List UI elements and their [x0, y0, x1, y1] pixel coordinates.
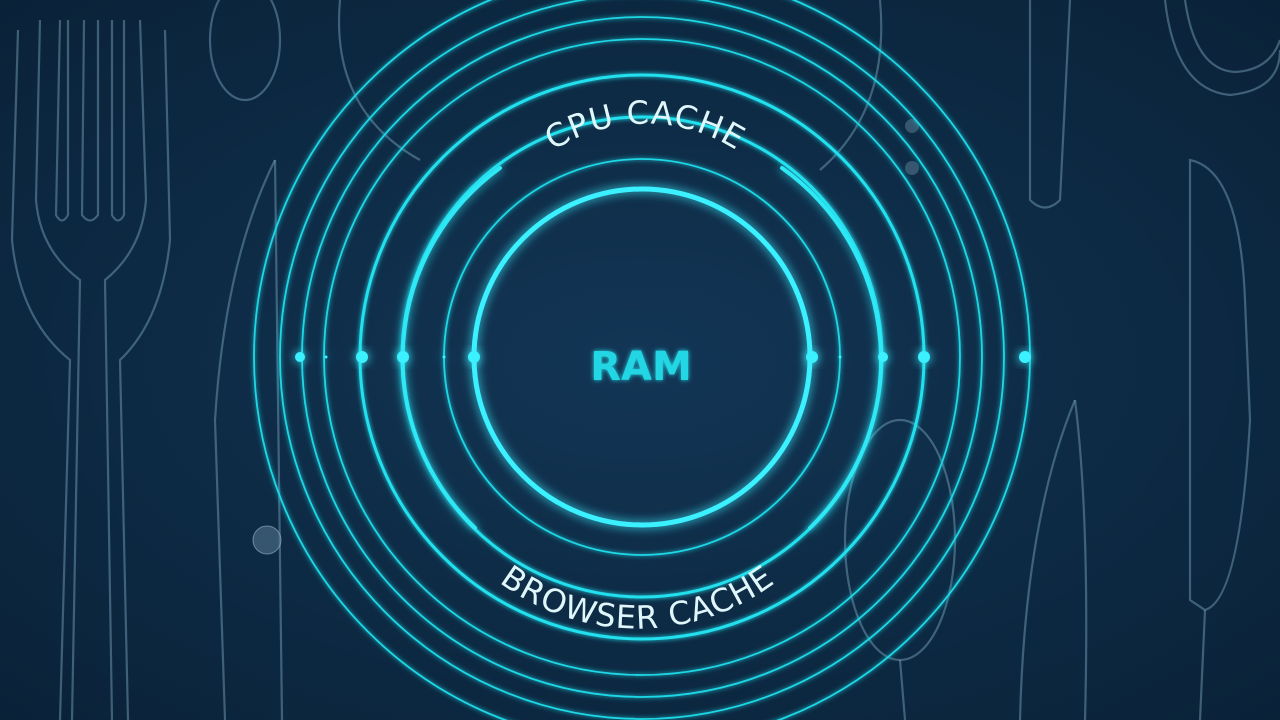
knife-icon	[213, 0, 1252, 720]
outer-ring-3	[323, 38, 961, 676]
spoon-icon	[208, 0, 1280, 720]
label-arcs	[400, 166, 884, 530]
ram-label: RAM	[590, 344, 692, 390]
ring-nodes	[295, 351, 1031, 363]
outer-ring-5	[279, 0, 1005, 720]
fork-icon	[10, 19, 172, 720]
cpu-cache-label: CPU CACHE	[538, 93, 752, 157]
